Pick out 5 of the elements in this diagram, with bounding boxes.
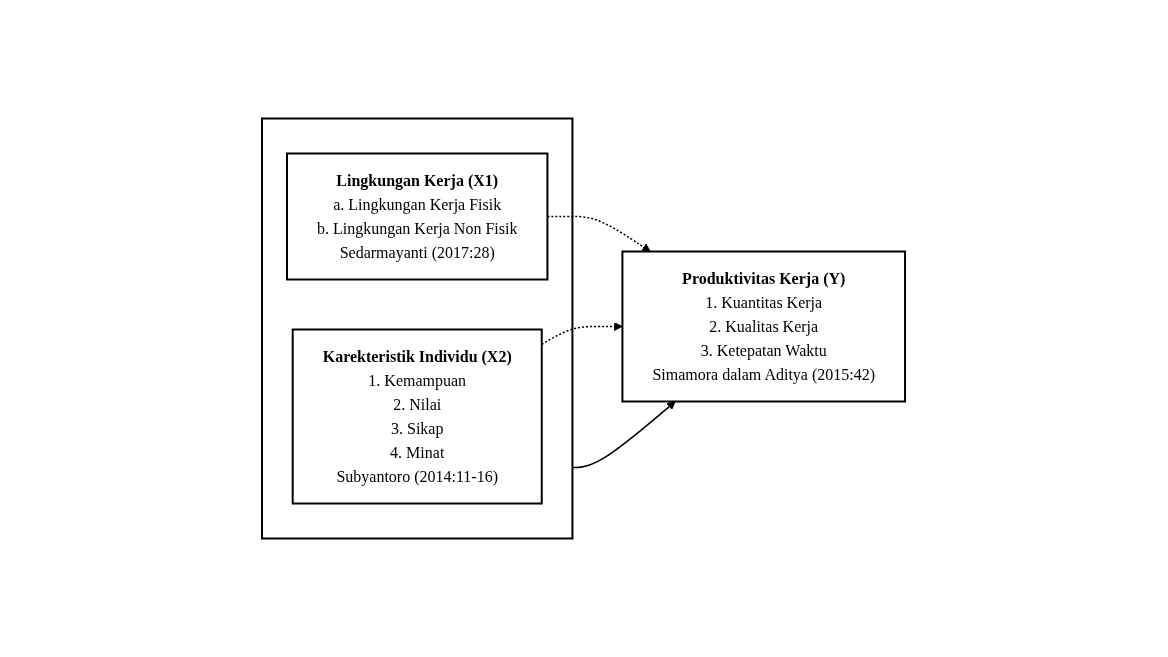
node-box: Lingkungan Kerja (X1) a. Lingkungan Kerja Fisik b. Lingkungan Kerja Non Fisik Sedarmayanti (2017:28) bbox=[286, 152, 549, 281]
node-box: Karekteristik Individu (X2) 1. Kemampuan 2. Nilai 3. Sikap 4. Minat Subyantoro (2014:11-16) bbox=[292, 328, 544, 505]
cluster bbox=[261, 117, 574, 540]
node-box: Produktivitas Kerja (Y) 1. Kuantitas Kerja 2. Kualitas Kerja 3. Ketepatan Waktu Simamora dalam Aditya (2015:42) bbox=[621, 250, 907, 403]
arrow bbox=[572, 401, 677, 469]
